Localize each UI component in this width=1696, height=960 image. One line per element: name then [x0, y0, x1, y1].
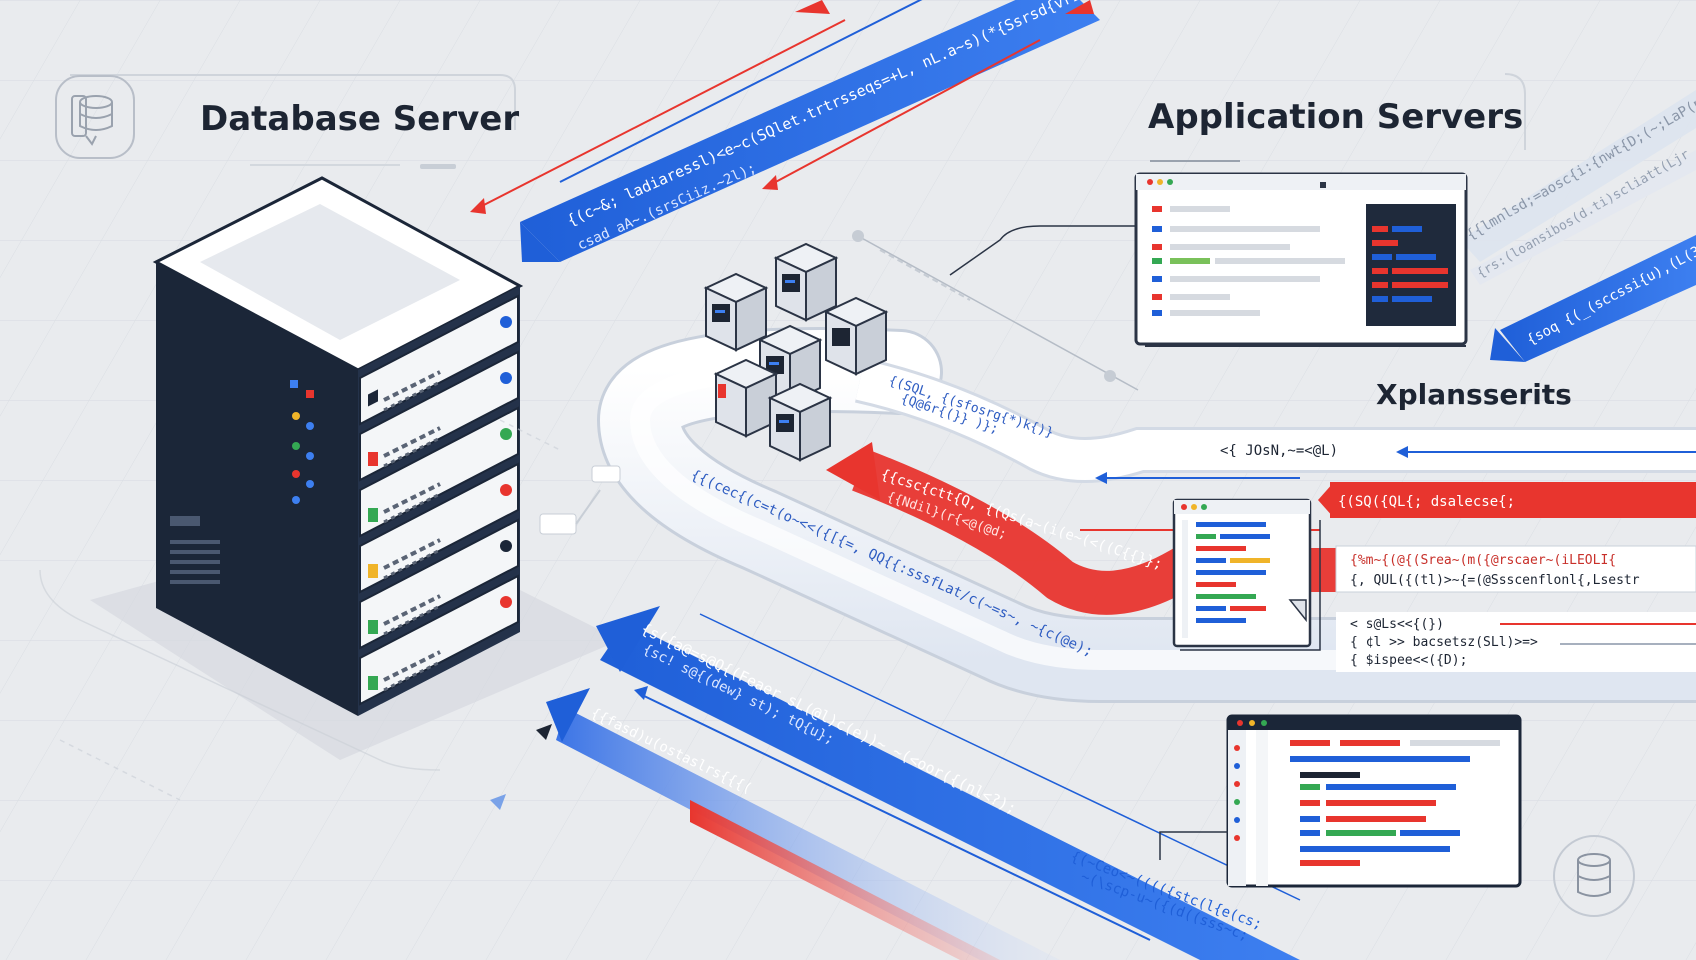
plug-icons — [539, 465, 621, 535]
server-cube-icon — [823, 296, 889, 376]
container-cluster — [703, 242, 889, 462]
database-chat-icon — [55, 75, 135, 159]
application-servers-title: Application Servers — [1148, 97, 1523, 137]
json-tag: <{ JOsN,~=<@L) — [1220, 443, 1338, 459]
code-right-5: { $ispee<<({D); — [1350, 653, 1467, 668]
rack-unit — [359, 350, 519, 482]
application-servers-header: Application Servers — [1148, 73, 1526, 162]
code-right-3: < s@Ls<<{(}) — [1350, 617, 1444, 632]
server-cube-icon — [773, 242, 839, 322]
database-server-header: Database Server — [55, 74, 519, 169]
server-cube-icon — [703, 272, 769, 352]
code-right-4: { ¢l >> bacsetsz(SLl)>=> — [1350, 635, 1538, 650]
right-code-banners: {%m~{(@{(Srea~(m({@rscaer~(iLEOLI{ {, QU… — [1335, 545, 1696, 672]
code-right-2: {, QUL({(tl)>~{=(@Ssscenflonl{,Lsestr — [1350, 573, 1640, 588]
rack-units — [359, 294, 519, 706]
middle-label: Xplansserits — [1376, 378, 1572, 411]
red-tag: {(SQ({QL{; dsalecse{; — [1338, 494, 1515, 510]
server-cube-icon — [713, 358, 779, 438]
database-icon — [1553, 835, 1635, 917]
app-window-top — [949, 172, 1468, 347]
rack-unit — [359, 294, 519, 426]
json-flow: <{ JOsN,~=<@L) {(SQL, {(sfosrg{*)k{)} {Q… — [854, 357, 1696, 484]
rack-unit — [359, 574, 519, 706]
decorative-lines — [39, 419, 561, 801]
rack-unit — [359, 518, 519, 650]
rack-unit — [359, 462, 519, 594]
server-cube-icon — [767, 382, 833, 462]
code-window-bottom — [1159, 714, 1522, 888]
connector-lines — [852, 230, 1139, 391]
rack-unit — [359, 406, 519, 538]
code-right-1: {%m~{(@{(Srea~(m({@rscaer~(iLEOLI{ — [1350, 553, 1616, 568]
database-server-title: Database Server — [200, 99, 519, 139]
code-window-middle — [1172, 498, 1321, 651]
